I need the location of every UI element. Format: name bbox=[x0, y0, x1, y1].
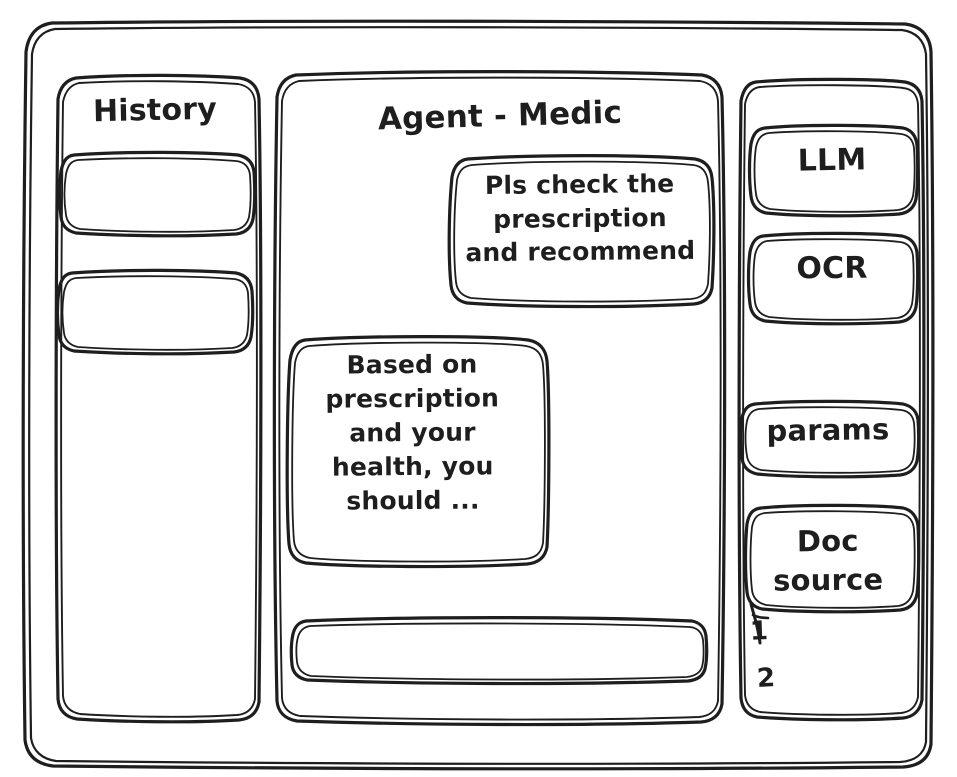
composer-box-stroke bbox=[289, 616, 709, 686]
doc-source-button[interactable] bbox=[745, 504, 920, 612]
doc-source-box-stroke bbox=[743, 503, 921, 614]
tool-params-button[interactable] bbox=[740, 400, 920, 477]
window-frame-stroke bbox=[21, 19, 935, 771]
history-item-2[interactable] bbox=[57, 269, 253, 355]
agent-message-bubble[interactable] bbox=[287, 336, 549, 567]
doc-source-list-connectors bbox=[749, 602, 770, 645]
right-panel-stroke bbox=[737, 77, 926, 722]
history-item-2-stroke bbox=[55, 268, 255, 356]
user-message-bubble-stroke bbox=[447, 154, 716, 309]
tool-llm-button[interactable] bbox=[749, 124, 919, 216]
main-panel-stroke bbox=[272, 70, 727, 727]
tool-ocr-stroke bbox=[746, 231, 920, 326]
history-item-1-stroke bbox=[57, 150, 257, 238]
tool-params-stroke bbox=[738, 399, 921, 479]
tool-ocr-button[interactable] bbox=[748, 232, 918, 324]
tool-llm-stroke bbox=[747, 123, 920, 218]
history-item-1[interactable] bbox=[59, 151, 255, 237]
agent-message-bubble-stroke bbox=[285, 335, 551, 569]
message-composer-input[interactable] bbox=[290, 617, 708, 683]
user-message-bubble[interactable] bbox=[449, 155, 714, 307]
